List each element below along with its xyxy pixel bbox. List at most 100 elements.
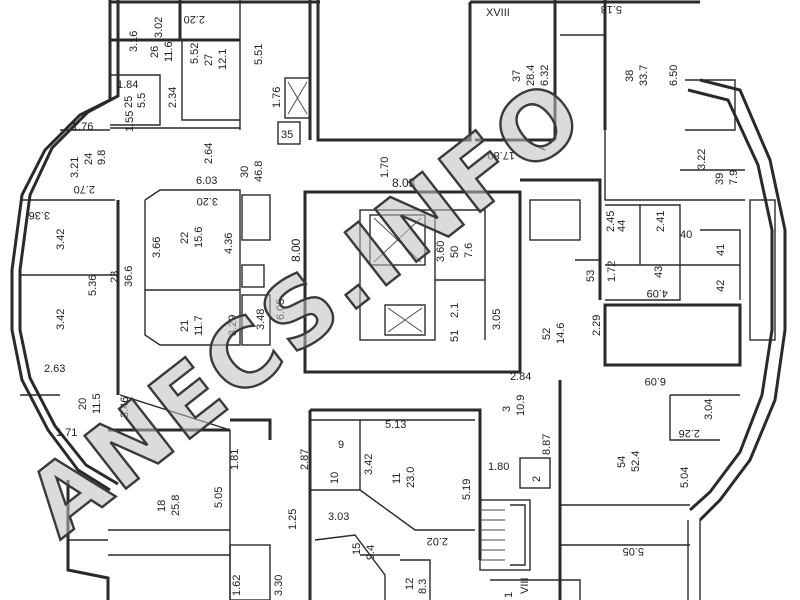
room-id: 23 [109, 271, 121, 283]
room-id: 12 [404, 578, 416, 590]
room-dim: 5.05 [213, 487, 225, 508]
dim-label: VIII [519, 577, 531, 594]
dim-label: 3.16 [128, 31, 140, 52]
room-id: 37 [511, 70, 523, 82]
dim-label: 8.03 [392, 176, 416, 190]
room-dim: 1.80 [488, 461, 509, 473]
dim-label: 2.70 [74, 183, 95, 195]
room-id: 24 [83, 153, 95, 165]
dim-label: 3.46 [119, 397, 131, 418]
room-id: 35 [281, 129, 293, 141]
dim-label: 2.34 [167, 87, 179, 108]
dim-label: 3.05 [491, 309, 503, 330]
dim-label: 2.20 [184, 13, 205, 25]
room-area: 7.9 [728, 170, 740, 185]
room-area: 11.5 [91, 393, 103, 414]
dim-label: 1.62 [231, 575, 243, 596]
room-dim: 3.60 [435, 241, 447, 262]
dim-label: 2.64 [203, 143, 215, 164]
room-area: 14.6 [555, 323, 567, 344]
room-area: 11.6 [163, 41, 175, 62]
dim-label: 3.42 [55, 309, 67, 330]
dim-label: 8.00 [289, 238, 303, 262]
room-id: 3 [501, 406, 513, 412]
room-id: 51 [449, 330, 461, 342]
room-id: 40 [680, 229, 692, 241]
dim-label: 1.55 [124, 111, 136, 132]
dim-label: 6.09 [645, 375, 666, 387]
dimension-labels: 3.16 2.20 5.51 1.76 1.55 2.34 1.76 2.64 … [29, 3, 715, 596]
room-id: 11 [391, 473, 403, 484]
room-dim: 3.21 [69, 157, 81, 178]
interior-walls [20, 0, 776, 600]
dim-label: 3.42 [363, 454, 375, 475]
dim-label: 3.30 [273, 575, 285, 596]
room-dim: 5.36 [87, 275, 99, 296]
dim-label: 4.09 [647, 287, 668, 299]
room-dim: 3.66 [151, 237, 163, 258]
room-area: 12.1 [217, 49, 229, 70]
room-area: 52.4 [630, 451, 642, 472]
room-dim: 2.63 [44, 363, 65, 375]
dim-label: 3.36 [29, 209, 50, 221]
room-area: 9.8 [96, 150, 108, 165]
dim-label: 3.48 [255, 309, 267, 330]
room-area: 15.6 [193, 227, 205, 248]
room-area: 11.7 [193, 315, 205, 336]
outer-walls [10, 0, 787, 600]
room-id: 53 [585, 270, 597, 282]
room-id: 15 [351, 543, 363, 555]
room-id: 26 [149, 46, 161, 58]
room-labels: 26 11.6 3.02 27 12.1 5.52 25 5.5 1.84 24… [44, 17, 740, 598]
dim-label: 3.20 [197, 195, 218, 207]
room-id: 1 [503, 592, 515, 598]
room-id: 50 [449, 246, 461, 258]
room-dim: 8.87 [541, 434, 553, 455]
room-id: 38 [624, 70, 636, 82]
dim-label: 5.05 [623, 545, 644, 557]
room-dim: 5.13 [385, 419, 406, 431]
room-id: 20 [77, 398, 89, 410]
dim-label: 1.76 [72, 121, 93, 133]
room-dim: 6.03 [196, 175, 217, 187]
room-id: 52 [541, 328, 553, 340]
room-id: 44 [616, 220, 628, 232]
room-id: 21 [179, 320, 191, 332]
dim-label: 2.02 [427, 535, 448, 547]
room-area: 7.6 [463, 243, 475, 258]
room-dim: 3.29 [227, 315, 239, 336]
dim-label: 6.05 [275, 299, 287, 320]
dim-label: 5.19 [461, 479, 473, 500]
room-dim: 1.72 [606, 261, 618, 282]
room-area: 36.6 [123, 266, 135, 287]
room-area: 23.0 [405, 467, 417, 488]
dim-label: 5.51 [253, 44, 265, 65]
dim-label: XVIII [486, 7, 510, 19]
room-dim: 2.87 [299, 449, 311, 470]
room-dim: 2.29 [591, 315, 603, 336]
room-id: 54 [616, 456, 628, 468]
room-dim: 6.32 [539, 65, 551, 86]
room-area: 25.8 [170, 495, 182, 516]
room-dim: 1.84 [117, 79, 138, 91]
dim-label: 2.26 [679, 427, 700, 439]
dim-label: 5.04 [679, 467, 691, 488]
room-area: 9.4 [365, 545, 377, 560]
dim-label: 1.76 [271, 87, 283, 108]
dim-label: 5.18 [601, 3, 622, 15]
room-dim: 2.84 [510, 371, 531, 383]
dim-label: 1.71 [56, 427, 77, 439]
room-id: 42 [715, 280, 727, 292]
room-dim: 6.50 [668, 65, 680, 86]
room-dim: 3.03 [328, 511, 349, 523]
room-id: 41 [715, 244, 727, 256]
dim-label: 3.04 [703, 399, 715, 420]
room-id: 25 [123, 96, 135, 108]
room-id: 39 [714, 173, 726, 185]
room-id: 10 [329, 472, 341, 484]
room-area: 33.7 [638, 65, 650, 86]
room-area: 8.3 [417, 579, 429, 594]
room-id: 43 [653, 266, 665, 278]
room-dim: 5.52 [189, 43, 201, 64]
room-dim: 3.02 [153, 17, 165, 38]
